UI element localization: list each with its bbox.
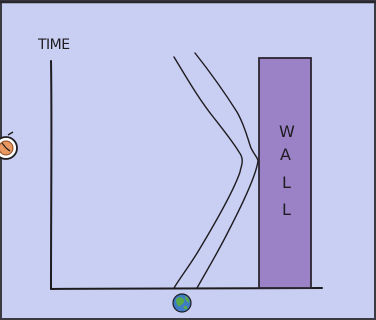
wall-letter-4: L [282, 200, 291, 219]
y-axis-label: TIME [37, 37, 70, 53]
wall-letter-3: L [282, 173, 291, 192]
earth-icon [173, 294, 191, 312]
wall-letter-1: W [279, 122, 295, 141]
wall-letter-2: A [280, 145, 291, 164]
